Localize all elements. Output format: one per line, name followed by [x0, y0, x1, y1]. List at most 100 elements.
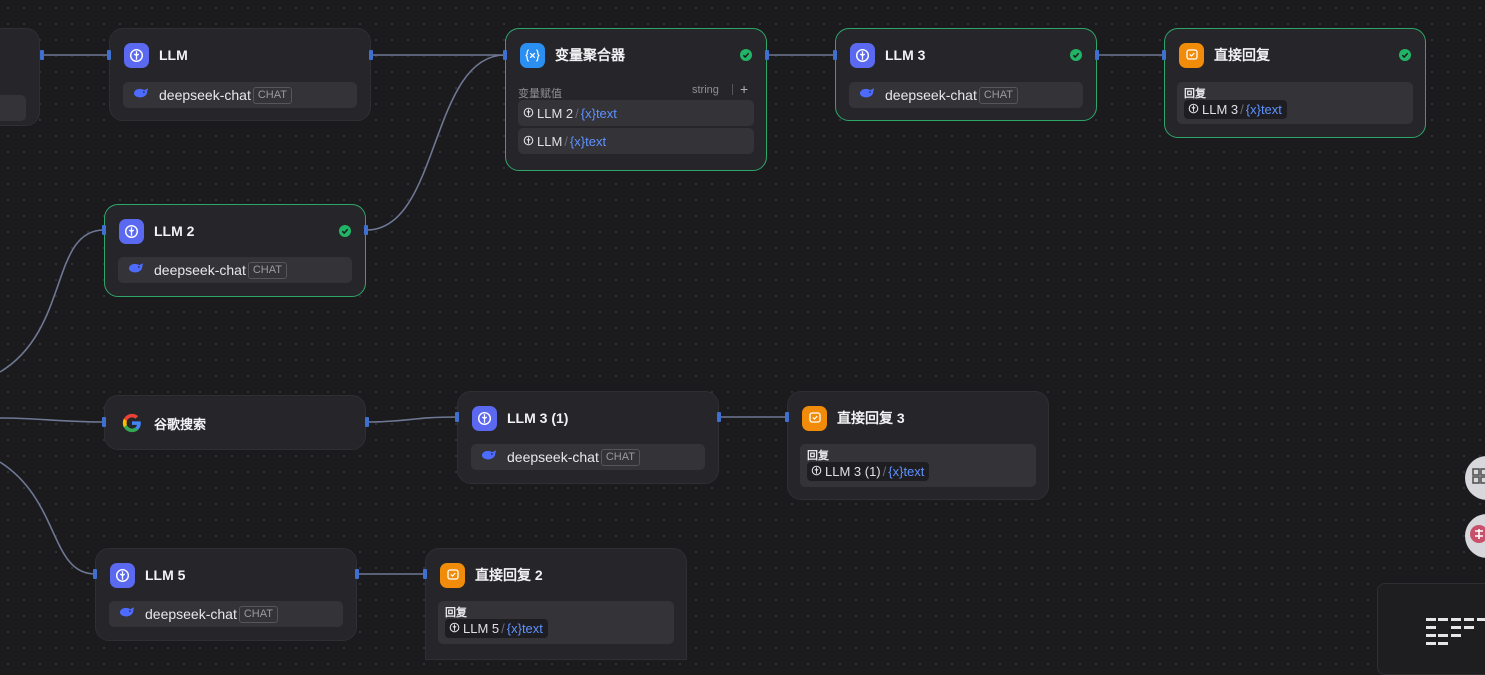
answer-node[interactable]: 直接回复 回复 LLM 3 / {x}text	[1164, 28, 1426, 138]
ref-node-name: LLM 3	[1202, 102, 1239, 117]
llm-brain-icon	[523, 134, 534, 149]
deepseek-whale-icon	[481, 448, 498, 466]
ref-separator: /	[1240, 102, 1244, 117]
model-mode-badge: CHAT	[978, 86, 1018, 104]
model-name: deepseek-chat	[159, 87, 251, 103]
var-name: {x}text	[569, 133, 607, 149]
node-title: LLM 3	[885, 47, 926, 63]
model-selector[interactable]: deepseek-chat CHAT	[849, 82, 1083, 108]
ref-node-name: LLM 5	[463, 621, 500, 636]
input-handle[interactable]	[785, 412, 789, 422]
output-handle[interactable]	[365, 417, 369, 427]
node-title: 直接回复	[1214, 47, 1270, 63]
input-handle[interactable]	[107, 50, 111, 60]
node-title: LLM 2	[154, 223, 195, 239]
llm2-node[interactable]: LLM 2 deepseek-chat CHAT	[104, 204, 366, 297]
model-name: deepseek-chat	[507, 449, 599, 465]
node-title: LLM	[159, 47, 188, 63]
variable-x-icon	[520, 42, 545, 68]
input-handle[interactable]	[1162, 50, 1166, 60]
reply-chat-icon	[802, 405, 827, 431]
success-check-icon	[339, 225, 351, 237]
input-handle[interactable]	[503, 50, 507, 60]
input-handle[interactable]	[102, 225, 106, 235]
node-title: 变量聚合器	[555, 47, 625, 63]
llm-brain-icon	[523, 106, 534, 121]
ref-separator: /	[501, 621, 505, 636]
ref-separator: /	[882, 464, 887, 479]
model-name: deepseek-chat	[885, 87, 977, 103]
google-icon	[119, 411, 144, 436]
success-check-icon	[740, 49, 752, 61]
edge-llm2-aggregator	[366, 54, 506, 231]
llm-node[interactable]: LLM deepseek-chat CHAT	[109, 28, 371, 121]
node-title: 直接回复 3	[837, 410, 905, 426]
input-handle[interactable]	[102, 417, 106, 427]
llm-brain-icon	[472, 405, 497, 431]
var-separator: /	[564, 133, 568, 149]
input-handle[interactable]	[423, 569, 427, 579]
variable-reference: LLM 3 (1) / {x}text	[807, 462, 930, 481]
google-search-node[interactable]: 谷歌搜索	[104, 395, 366, 450]
model-selector[interactable]: deepseek-chat CHAT	[123, 82, 357, 108]
llm-brain-icon	[850, 42, 875, 68]
llm5-node[interactable]: LLM 5 deepseek-chat CHAT	[95, 548, 357, 641]
model-selector[interactable]: deepseek-chat CHAT	[109, 601, 343, 627]
var-node-name: LLM	[537, 133, 563, 149]
assistant-button[interactable]	[1465, 514, 1485, 558]
edge-start-llm5	[0, 461, 96, 575]
deepseek-whale-icon	[133, 86, 150, 104]
ref-node-name: LLM 3 (1)	[825, 464, 881, 479]
assign-label: 变量赋值	[518, 88, 562, 100]
model-mode-badge: CHAT	[600, 448, 640, 466]
output-handle[interactable]	[355, 569, 359, 579]
output-handle[interactable]	[364, 225, 368, 235]
deepseek-whale-icon	[119, 605, 136, 623]
model-mode-badge: CHAT	[238, 605, 278, 623]
divider	[732, 84, 733, 95]
aggregator-node[interactable]: 变量聚合器 变量赋值 string + LLM 2 / {x}text LLM …	[505, 28, 767, 171]
output-handle[interactable]	[765, 50, 769, 60]
answer2-node[interactable]: 直接回复 2 回复 LLM 5 / {x}text	[425, 548, 687, 660]
variable-reference: LLM 5 / {x}text	[445, 619, 548, 638]
reply-label: 回复	[1184, 88, 1206, 100]
input-handle[interactable]	[455, 412, 459, 422]
add-variable-button[interactable]: +	[740, 81, 749, 97]
model-selector[interactable]: deepseek-chat CHAT	[118, 257, 352, 283]
reply-chat-icon	[440, 562, 465, 588]
node-title: LLM 5	[145, 567, 186, 583]
minimap[interactable]	[1377, 583, 1485, 675]
minimap-preview	[1426, 618, 1485, 645]
llm-brain-icon	[110, 562, 135, 588]
reply-content[interactable]: 回复 LLM 3 / {x}text	[1177, 82, 1413, 124]
reply-content[interactable]: 回复 LLM 5 / {x}text	[438, 601, 674, 644]
output-handle[interactable]	[1095, 50, 1099, 60]
model-mode-badge: CHAT	[252, 86, 292, 104]
deepseek-whale-icon	[128, 261, 145, 279]
llm3-node[interactable]: LLM 3 deepseek-chat CHAT	[835, 28, 1097, 121]
model-mode-badge: CHAT	[247, 261, 287, 279]
output-handle[interactable]	[717, 412, 721, 422]
llm3-1-node[interactable]: LLM 3 (1) deepseek-chat CHAT	[457, 391, 719, 484]
layout-grid-button[interactable]	[1465, 456, 1485, 500]
success-check-icon	[1070, 49, 1082, 61]
output-handle[interactable]	[369, 50, 373, 60]
input-handle[interactable]	[93, 569, 97, 579]
variable-row[interactable]: LLM 2 / {x}text	[518, 100, 754, 126]
reply-content[interactable]: 回复 LLM 3 (1) / {x}text	[800, 444, 1036, 487]
reply-chat-icon	[1179, 42, 1204, 68]
start-node-partial[interactable]	[0, 28, 40, 126]
edge-google-llm31	[367, 416, 458, 423]
llm-brain-icon	[119, 218, 144, 244]
model-name: deepseek-chat	[154, 262, 246, 278]
input-handle[interactable]	[833, 50, 837, 60]
ref-var-name: {x}text	[888, 464, 925, 479]
start-node-field	[0, 95, 26, 121]
node-title: 直接回复 2	[475, 567, 543, 583]
answer3-node[interactable]: 直接回复 3 回复 LLM 3 (1) / {x}text	[787, 391, 1049, 500]
var-node-name: LLM 2	[537, 105, 574, 121]
model-selector[interactable]: deepseek-chat CHAT	[471, 444, 705, 470]
node-title: LLM 3 (1)	[507, 410, 569, 426]
output-handle[interactable]	[40, 50, 44, 60]
variable-row[interactable]: LLM / {x}text	[518, 128, 754, 154]
